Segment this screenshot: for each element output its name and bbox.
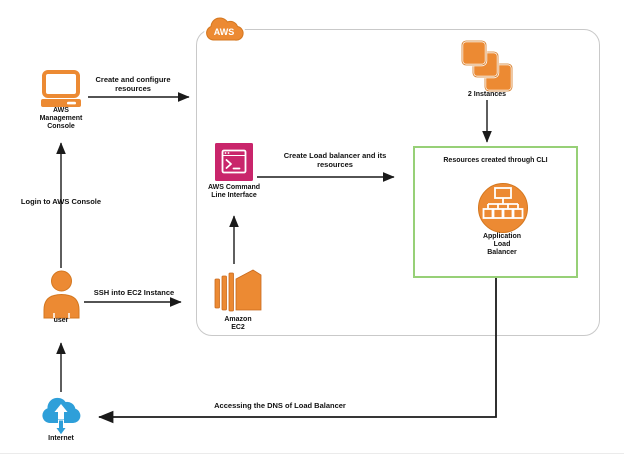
application-load-balancer-icon bbox=[478, 183, 528, 233]
aws-badge-label: AWS bbox=[214, 27, 235, 37]
edge-label-login: Login to AWS Console bbox=[20, 197, 102, 206]
user-label: user bbox=[53, 317, 69, 324]
edge-label-create-configure: Create and configure resources bbox=[86, 75, 180, 93]
label-line: EC2 bbox=[231, 324, 245, 331]
label-line: Balancer bbox=[487, 249, 517, 256]
internet-label: Internet bbox=[48, 435, 74, 442]
cli-label: AWS Command Line Interface bbox=[196, 184, 272, 200]
user-icon bbox=[43, 270, 80, 319]
edge-label-line: Create Load balancer and its bbox=[283, 151, 387, 160]
alb-label: Application Load Balancer bbox=[472, 233, 532, 257]
label-line: Load bbox=[493, 241, 511, 248]
aws-cloud-boundary bbox=[196, 29, 600, 336]
edge-label-line: resources bbox=[115, 84, 151, 93]
resources-box-title: Resources created through CLI bbox=[443, 157, 548, 164]
label-line: AWS bbox=[53, 107, 69, 114]
ec2-label: Amazon EC2 bbox=[210, 316, 266, 332]
label-line: Console bbox=[47, 123, 75, 130]
edge-label-create-lb: Create Load balancer and its resources bbox=[276, 151, 394, 169]
label-line: Amazon bbox=[224, 316, 252, 323]
page-edge-divider bbox=[0, 453, 624, 454]
resources-box: Resources created through CLI bbox=[413, 146, 578, 278]
edge-label-ssh: SSH into EC2 Instance bbox=[93, 288, 175, 297]
management-console-label: AWS Management Console bbox=[21, 107, 101, 131]
label-line: Line Interface bbox=[211, 192, 257, 199]
internet-icon bbox=[42, 397, 81, 436]
aws-cli-icon bbox=[215, 143, 253, 181]
label-line: Management bbox=[39, 115, 83, 122]
ec2-instances-icon bbox=[460, 39, 514, 93]
amazon-ec2-icon bbox=[214, 269, 262, 312]
edge-label-line: Create and configure bbox=[95, 75, 171, 84]
edge-label-access-dns: Accessing the DNS of Load Balancer bbox=[214, 401, 346, 410]
label-line: Application bbox=[482, 233, 522, 240]
instances-label: 2 Instances bbox=[467, 91, 507, 98]
aws-management-console-icon bbox=[41, 70, 81, 107]
edge-label-line: resources bbox=[317, 160, 353, 169]
aws-cloud-badge-icon: AWS bbox=[204, 15, 245, 42]
label-line: AWS Command bbox=[207, 184, 261, 191]
edge-access-dns-arrow bbox=[98, 278, 497, 424]
